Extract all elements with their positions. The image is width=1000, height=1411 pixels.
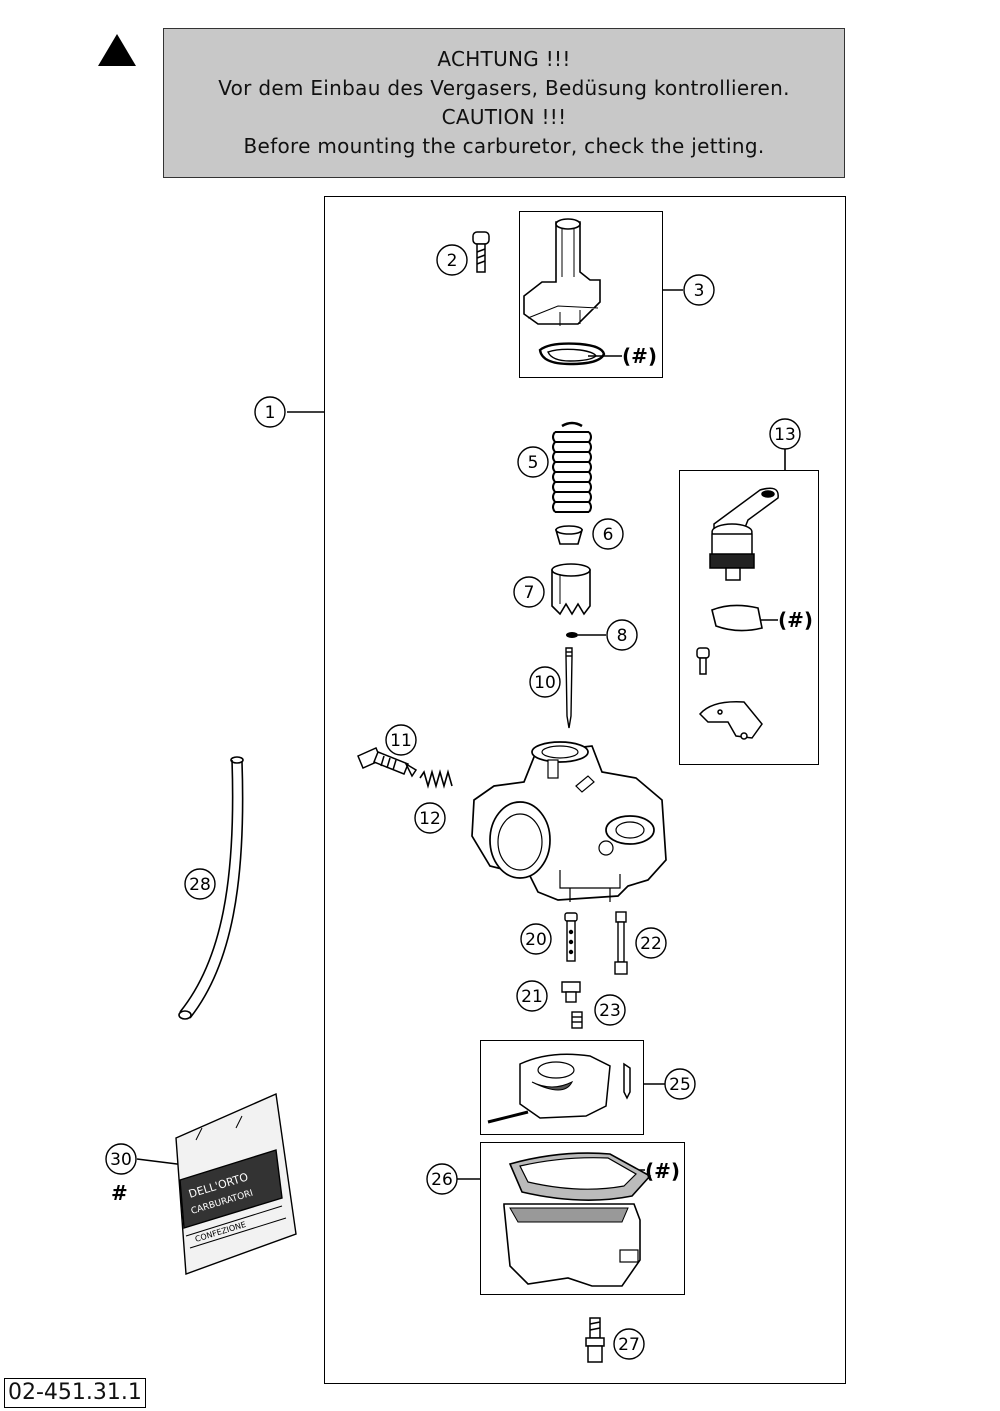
part-30-jet-bag: DELL'ORTO CARBURATORI CONFEZIONE [175, 1092, 297, 1275]
hash-mark-choke: (#) [778, 608, 813, 632]
svg-text:3: 3 [694, 281, 705, 301]
warning-triangle-icon [98, 34, 136, 66]
hash-mark-bowl: (#) [645, 1159, 680, 1183]
callout-21: 21 [516, 980, 548, 1012]
part-26-float-bowl [503, 1152, 652, 1287]
caution-line-1: ACHTUNG !!! [437, 47, 571, 71]
part-22-idle-jet [614, 911, 628, 975]
part-5-spring [552, 421, 592, 513]
callout-12: 12 [414, 802, 446, 834]
part-6-spring-seat [554, 525, 584, 545]
svg-text:21: 21 [521, 987, 543, 1007]
svg-text:26: 26 [431, 1170, 453, 1190]
part-2-screw [472, 231, 490, 273]
svg-text:7: 7 [524, 583, 535, 603]
callout-23: 23 [594, 994, 626, 1026]
part-10-needle [565, 647, 573, 729]
callout-27: 27 [613, 1328, 645, 1360]
assembly-frame [324, 196, 846, 1384]
float-bowl-group-box [480, 1142, 685, 1295]
svg-text:8: 8 [617, 626, 628, 646]
throttle-top-group-box [519, 211, 663, 378]
callout-1: 1 [254, 396, 286, 428]
part-3-carb-top [523, 218, 606, 366]
svg-text:6: 6 [603, 525, 614, 545]
svg-text:22: 22 [640, 934, 662, 954]
choke-group-box [679, 470, 819, 765]
callout-3: 3 [683, 274, 715, 306]
caution-line-3: CAUTION !!! [441, 105, 567, 129]
carburetor-body [471, 741, 667, 902]
svg-text:30: 30 [110, 1150, 132, 1170]
callout-2: 2 [436, 244, 468, 276]
callout-30: 30 [105, 1143, 137, 1175]
part-25-float [487, 1053, 631, 1124]
callout-6: 6 [592, 518, 624, 550]
svg-text:20: 20 [525, 930, 547, 950]
callout-5: 5 [517, 446, 549, 478]
svg-text:5: 5 [528, 453, 539, 473]
svg-text:25: 25 [669, 1075, 691, 1095]
svg-text:28: 28 [189, 875, 211, 895]
hash-mark-bag: # [111, 1181, 128, 1205]
part-8-clip [566, 632, 578, 638]
caution-line-2: Vor dem Einbau des Vergasers, Bedüsung k… [218, 76, 790, 100]
part-7-throttle-slide [551, 563, 591, 616]
caution-line-4: Before mounting the carburetor, check th… [243, 134, 765, 158]
svg-text:11: 11 [390, 731, 412, 751]
caution-box: ACHTUNG !!! Vor dem Einbau des Vergasers… [163, 28, 845, 178]
part-28-hose [178, 756, 244, 1020]
drawing-number: 02-451.31.1 [4, 1378, 146, 1408]
callout-25: 25 [664, 1068, 696, 1100]
part-13-choke [696, 487, 779, 740]
callout-10: 10 [529, 666, 561, 698]
callout-26: 26 [426, 1163, 458, 1195]
callout-13: 13 [769, 418, 801, 450]
svg-text:1: 1 [265, 403, 276, 423]
callout-7: 7 [513, 576, 545, 608]
float-group-box [480, 1040, 644, 1135]
callout-22: 22 [635, 927, 667, 959]
svg-text:12: 12 [419, 809, 441, 829]
svg-text:10: 10 [534, 673, 556, 693]
callout-11: 11 [385, 724, 417, 756]
callout-20: 20 [520, 923, 552, 955]
part-11-idle-screw [357, 747, 418, 778]
part-20-needle-jet [564, 912, 578, 962]
callout-8: 8 [606, 619, 638, 651]
part-12-spring [419, 769, 453, 789]
hash-mark-carb-top: (#) [622, 344, 657, 368]
part-27-drain-screw [585, 1317, 605, 1363]
callout-28: 28 [184, 868, 216, 900]
svg-text:13: 13 [774, 425, 796, 445]
svg-text:23: 23 [599, 1001, 621, 1021]
svg-text:27: 27 [618, 1335, 640, 1355]
svg-text:2: 2 [447, 251, 458, 271]
part-23-small-jet [571, 1011, 583, 1029]
part-21-main-jet [561, 981, 581, 1003]
